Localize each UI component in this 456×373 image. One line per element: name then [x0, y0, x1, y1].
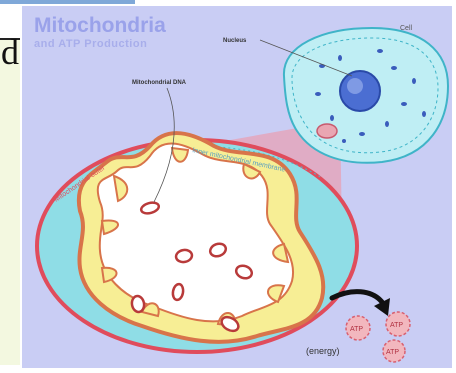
atp-molecule: ATP	[386, 312, 410, 336]
atp-molecule: ATP	[346, 316, 370, 340]
svg-text:ATP: ATP	[390, 322, 403, 329]
cell-label: Cell	[400, 25, 413, 32]
nucleus-label: Nucleus	[223, 38, 247, 44]
svg-text:ATP: ATP	[386, 349, 399, 356]
svg-text:ATP: ATP	[350, 326, 363, 333]
mitochondria-diagram: Mitochondria and ATP Production Cell Nuc…	[22, 6, 452, 368]
atp-molecule: ATP	[383, 340, 405, 362]
left-text-panel	[0, 38, 20, 365]
top-accent-line	[0, 0, 135, 4]
mito-dna-label: Mitochondrial DNA	[132, 80, 187, 86]
energy-label: (energy)	[306, 346, 340, 356]
diagram-subtitle: and ATP Production	[34, 38, 147, 50]
left-panel-letter: d	[1, 34, 19, 70]
diagram-title: Mitochondria	[34, 14, 166, 37]
small-mitochondrion	[317, 124, 337, 138]
nucleus-highlight	[347, 78, 363, 94]
